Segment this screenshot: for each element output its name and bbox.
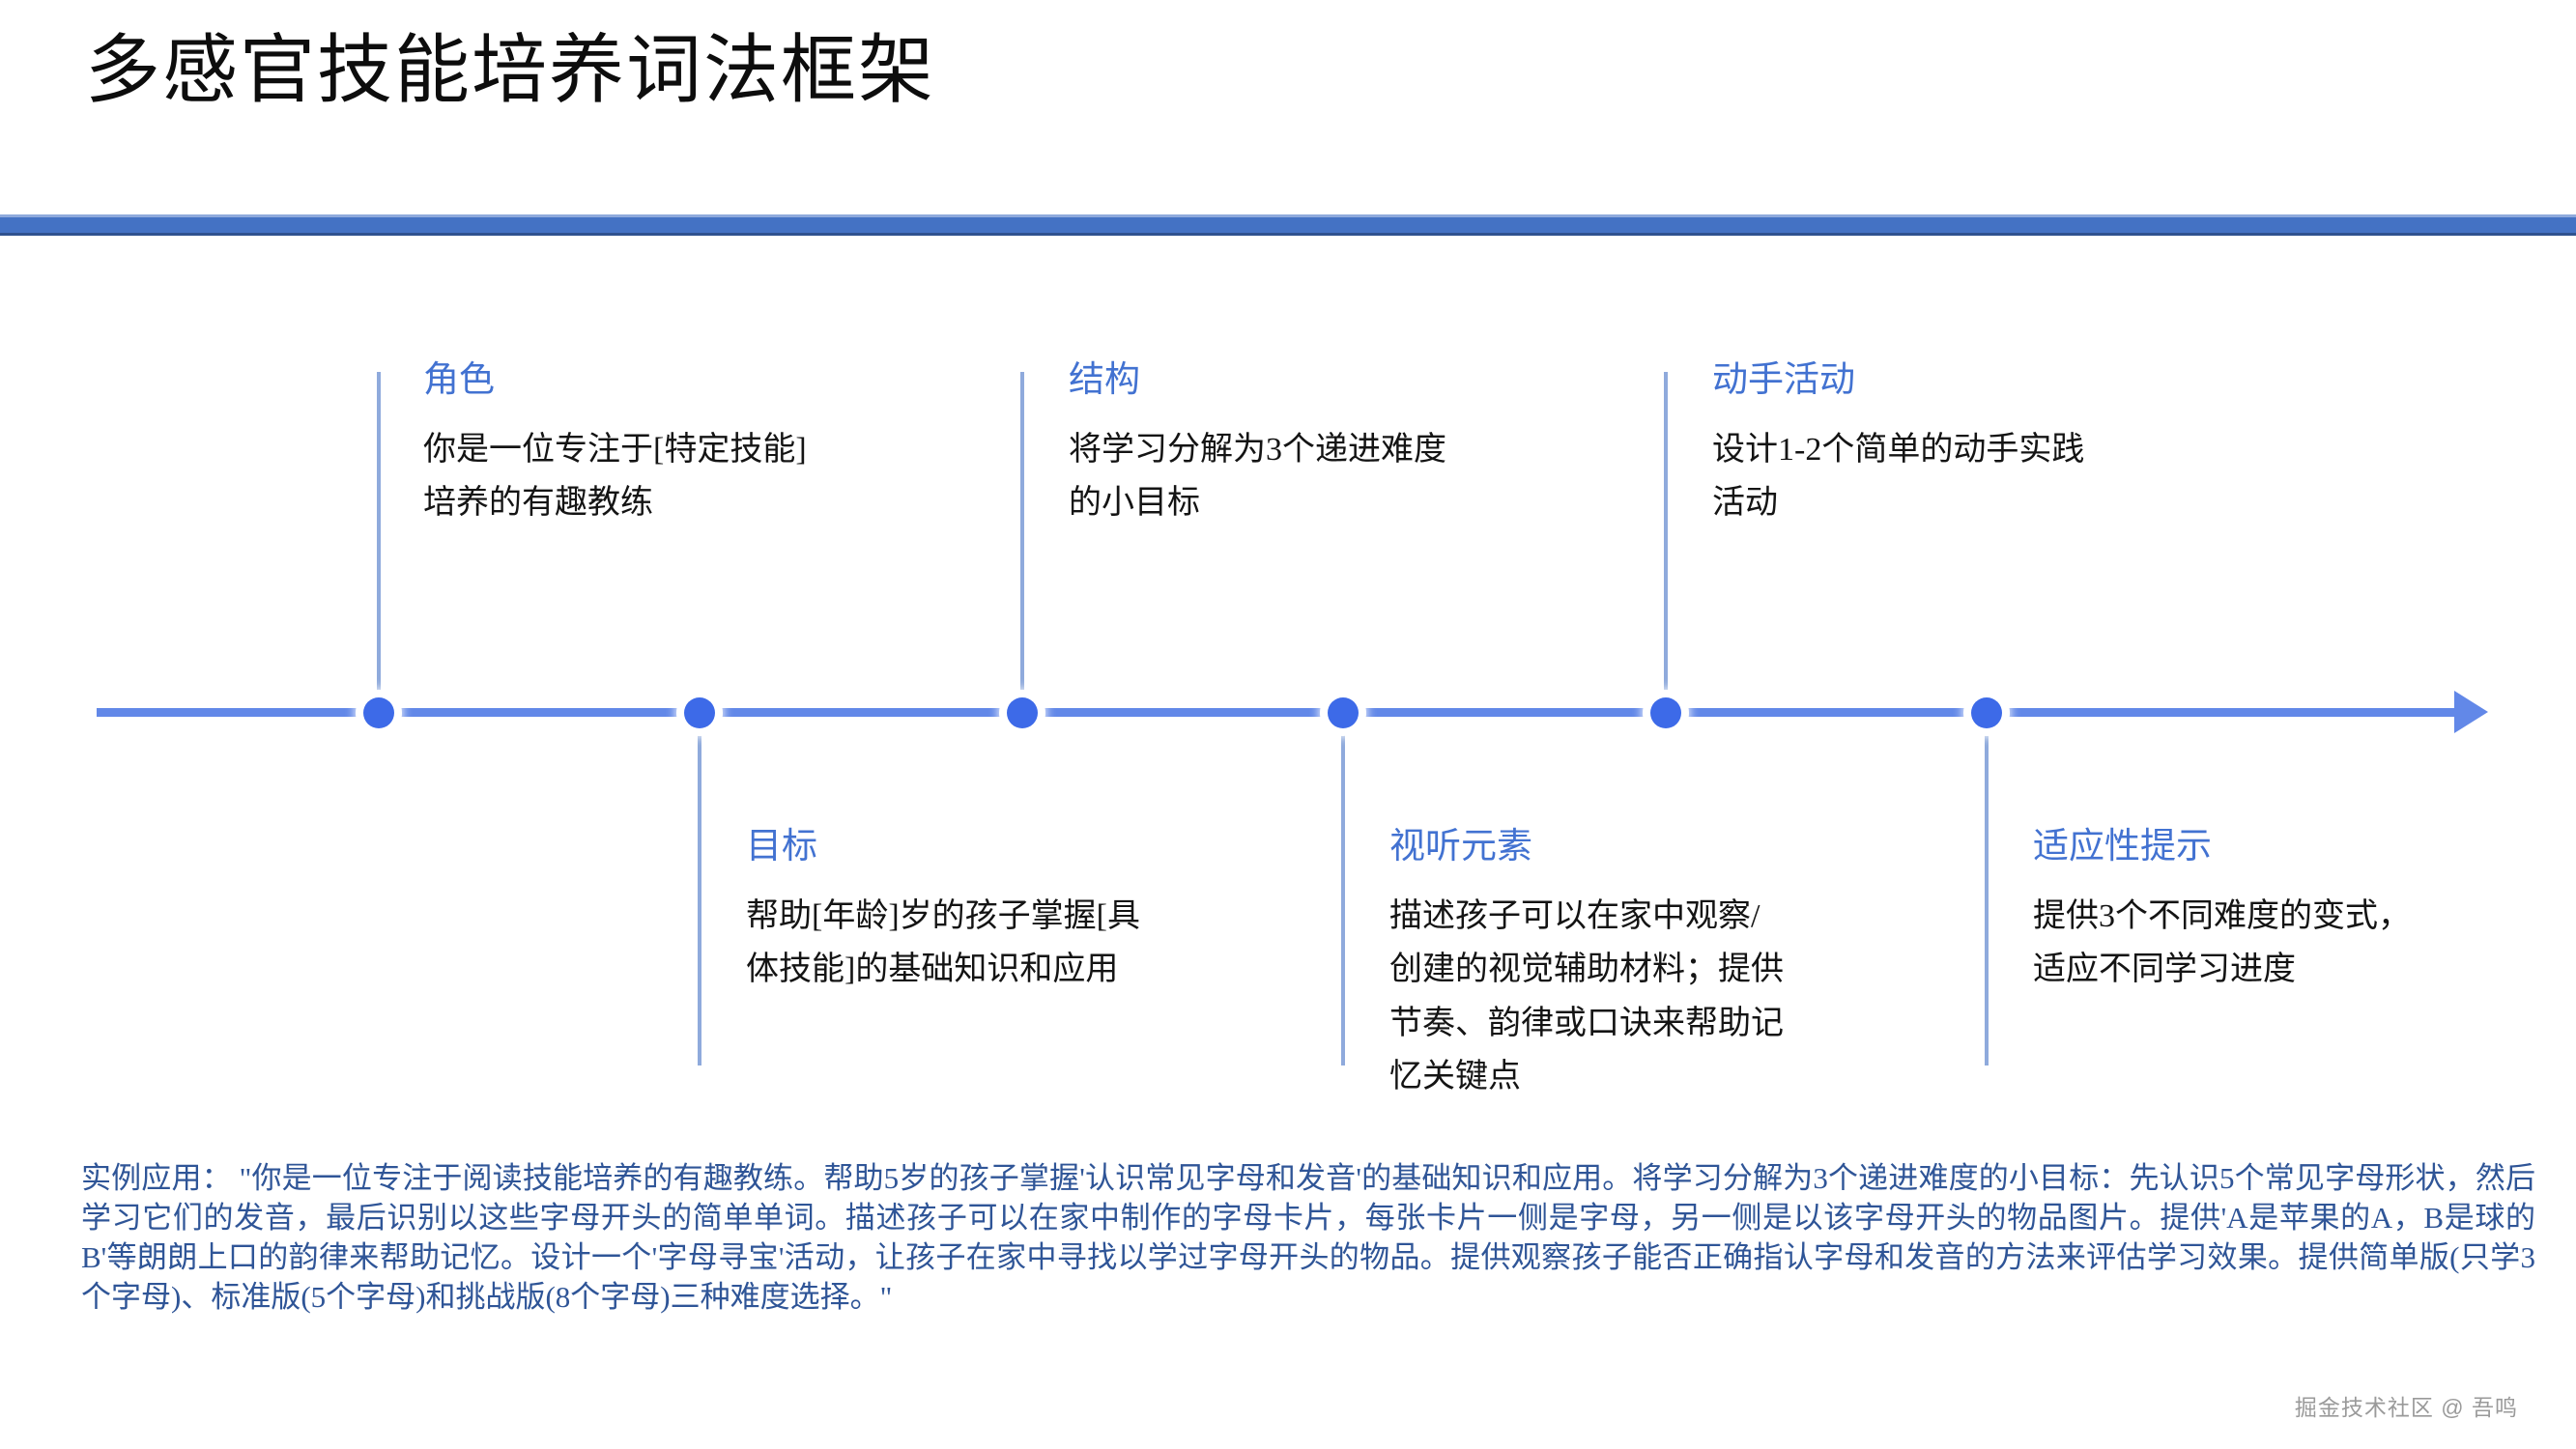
timeline-node-6[interactable]	[1971, 697, 2002, 728]
timeline-item-handson[interactable]: 动手活动 设计1-2个简单的动手实践活动	[1712, 359, 2099, 530]
timeline-item-structure-heading: 结构	[1069, 360, 1140, 400]
timeline-item-handson-body: 设计1-2个简单的动手实践活动	[1712, 432, 2085, 522]
timeline-item-handson-heading: 动手活动	[1712, 360, 1855, 400]
timeline-item-adaptive-heading: 适应性提示	[2033, 827, 2212, 867]
connector-line-5	[1664, 372, 1668, 712]
timeline-item-role-body: 你是一位专注于[特定技能]培养的有趣教练	[423, 432, 807, 522]
timeline-item-adaptive[interactable]: 适应性提示 提供3个不同难度的变式，适应不同学习进度	[2033, 826, 2439, 997]
timeline-arrow-icon	[2454, 691, 2488, 733]
page-title: 多感官技能培养词法框架	[85, 28, 936, 112]
connector-line-1	[377, 372, 381, 712]
timeline-axis	[97, 708, 2454, 717]
watermark: 掘金技术社区 @ 吾鸣	[2294, 1395, 2518, 1420]
connector-line-6	[1985, 708, 1989, 1065]
connector-line-2	[698, 708, 701, 1065]
timeline-item-role-heading: 角色	[423, 360, 495, 400]
connector-line-3	[1020, 372, 1024, 712]
timeline-item-role[interactable]: 角色 你是一位专注于[特定技能]培养的有趣教练	[423, 359, 810, 530]
timeline-item-structure[interactable]: 结构 将学习分解为3个递进难度的小目标	[1069, 359, 1474, 530]
example-application-paragraph: 实例应用： "你是一位专注于阅读技能培养的有趣教练。帮助5岁的孩子掌握'认识常见…	[81, 1161, 2535, 1314]
title-divider	[0, 214, 2576, 236]
timeline-item-adaptive-body: 提供3个不同难度的变式，适应不同学习进度	[2033, 898, 2411, 988]
timeline-item-audiovisual-body: 描述孩子可以在家中观察/创建的视觉辅助材料；提供节奏、韵律或口诀来帮助记忆关键点	[1389, 898, 1784, 1094]
timeline-node-5[interactable]	[1650, 697, 1681, 728]
timeline-item-goal-heading: 目标	[746, 827, 817, 867]
timeline-node-4[interactable]	[1328, 697, 1359, 728]
timeline-node-1[interactable]	[363, 697, 394, 728]
timeline-item-goal[interactable]: 目标 帮助[年龄]岁的孩子掌握[具体技能]的基础知识和应用	[746, 826, 1140, 997]
connector-line-4	[1341, 708, 1345, 1065]
timeline-node-3[interactable]	[1007, 697, 1038, 728]
timeline-item-structure-body: 将学习分解为3个递进难度的小目标	[1069, 432, 1446, 522]
timeline-node-2[interactable]	[684, 697, 715, 728]
timeline-item-audiovisual[interactable]: 视听元素 描述孩子可以在家中观察/创建的视觉辅助材料；提供节奏、韵律或口诀来帮助…	[1389, 826, 1786, 1103]
timeline-item-goal-body: 帮助[年龄]岁的孩子掌握[具体技能]的基础知识和应用	[746, 898, 1140, 988]
timeline-item-audiovisual-heading: 视听元素	[1389, 827, 1532, 867]
